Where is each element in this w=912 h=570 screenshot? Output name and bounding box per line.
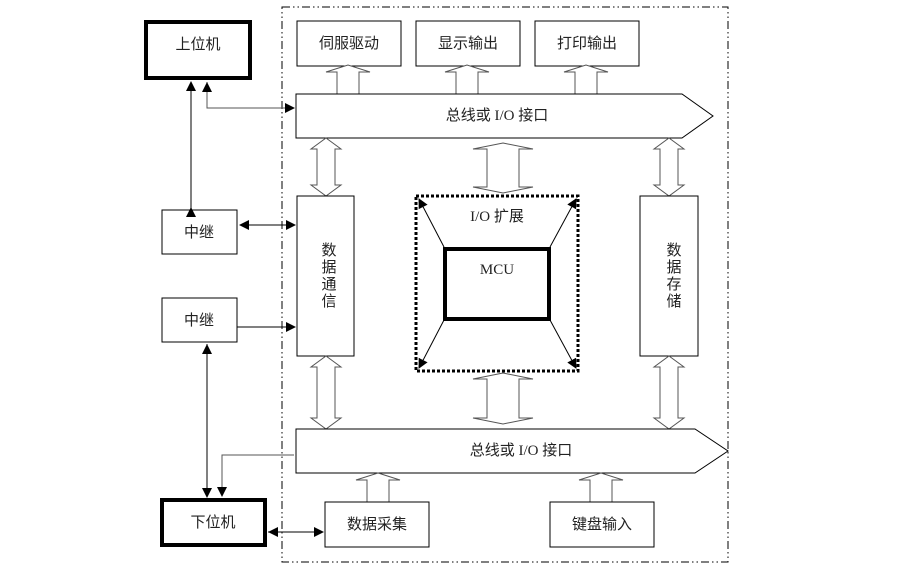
- io-expansion-box: [414, 194, 580, 373]
- host-box: [144, 20, 252, 80]
- link-host-bus-head: [202, 82, 212, 92]
- arrow-bus-to-servo: [325, 64, 371, 94]
- arrow-mcu-tr: [549, 198, 577, 248]
- link-host-bus: [206, 82, 295, 113]
- arrow-mcu-bl: [418, 319, 445, 369]
- relay-bottom-box: [161, 297, 238, 343]
- system-boundary: [281, 6, 729, 563]
- bottom-bus-label: 总线或 I/O 接口: [470, 442, 573, 459]
- data-storage-char: 据: [666, 258, 681, 276]
- servo-label: 伺服驱动: [319, 34, 379, 52]
- link-relay2-head: [202, 344, 212, 354]
- mcu-label: MCU: [480, 262, 514, 278]
- data-storage-char: 存: [666, 275, 681, 293]
- relay-bottom-label: 中继: [184, 311, 214, 329]
- arrow-bus-comm: [309, 137, 343, 197]
- keyboard-label: 键盘输入: [572, 515, 632, 533]
- servo-box: [296, 20, 402, 67]
- data-comm-char: 据: [321, 258, 336, 276]
- arrow-acq-to-bus: [355, 472, 401, 502]
- acquisition-label: 数据采集: [347, 515, 407, 533]
- slave-box: [160, 498, 267, 547]
- relay-top-label: 中继: [184, 223, 214, 241]
- host-label: 上位机: [175, 35, 220, 53]
- data-comm-box: [296, 195, 355, 357]
- top-bus: [295, 93, 714, 139]
- link-relay-comm-head: [239, 220, 249, 230]
- arrow-mcu-br: [549, 319, 577, 369]
- arrow-mcu-tl: [418, 198, 445, 248]
- mcu-box: [443, 247, 551, 321]
- bottom-bus: [295, 428, 729, 474]
- arrow-kbd-to-bus: [578, 472, 624, 502]
- arrow-io-bus: [472, 372, 534, 425]
- data-storage-box: [639, 195, 699, 357]
- data-storage-char: 数: [666, 241, 681, 259]
- print-box: [534, 20, 640, 67]
- relay-top-box: [161, 209, 238, 255]
- data-comm-char: 通: [321, 275, 336, 293]
- arrow-bus-to-print: [563, 64, 609, 94]
- arrow-storage-bus: [652, 355, 686, 430]
- display-box: [415, 20, 521, 67]
- acquisition-box: [324, 501, 430, 548]
- io-expansion-label: I/O 扩展: [470, 208, 524, 225]
- data-storage-char: 储: [666, 292, 681, 310]
- data-comm-char: 信: [321, 292, 336, 310]
- top-bus-label: 总线或 I/O 接口: [446, 107, 549, 124]
- slave-label: 下位机: [190, 513, 235, 531]
- arrow-comm-bus: [309, 355, 343, 430]
- keyboard-box: [549, 501, 655, 548]
- arrow-bus-storage: [652, 137, 686, 197]
- print-label: 打印输出: [557, 34, 617, 52]
- data-comm-char: 数: [321, 241, 336, 259]
- link-slave-acq-head: [268, 527, 278, 537]
- arrow-bus-io: [472, 142, 534, 194]
- display-label: 显示输出: [438, 34, 498, 52]
- arrow-bus-to-display: [444, 64, 490, 94]
- link-bus-slave: [217, 454, 294, 497]
